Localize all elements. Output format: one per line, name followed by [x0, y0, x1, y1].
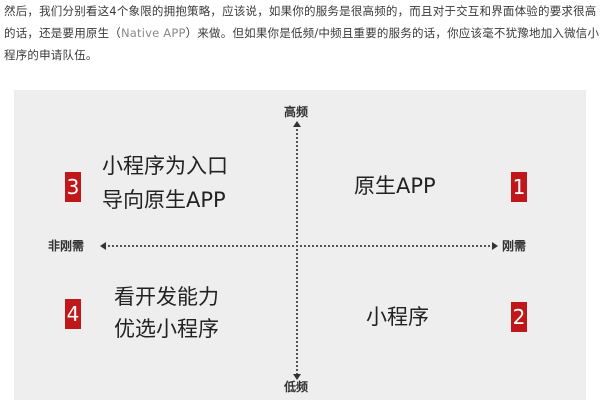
axis-label-low-frequency: 低频 [284, 380, 309, 394]
quadrant-1-text: 原生APP [354, 174, 436, 198]
paragraph-line-1: 然后，我们分别看这4个象限的拥抱策略，应该说，如果你的服务是很高频的，而且对于交… [4, 4, 597, 18]
quadrant-2-badge: 2 [511, 302, 527, 332]
quadrant-3-badge: 3 [65, 172, 81, 202]
arrow-down-icon [293, 374, 301, 380]
quadrant-1-badge: 1 [511, 172, 527, 202]
axis-label-high-frequency: 高频 [284, 105, 309, 119]
arrow-right-icon [492, 242, 498, 250]
paragraph-line-2-start: 的话，还是要用原生（ [4, 26, 121, 40]
arrow-up-icon [293, 121, 301, 127]
paragraph-line-3: 程序的申请队伍。 [4, 48, 98, 62]
arrow-left-icon [100, 242, 106, 250]
axis-label-non-essential: 非刚需 [48, 239, 85, 253]
quadrant-3-line-2: 导向原生APP [102, 188, 226, 212]
native-app-term: Native APP [121, 26, 186, 40]
horizontal-axis [104, 245, 494, 247]
paragraph-line-2-end: ）来做。但如果你是低频/中频且重要的服务的话，你应该毫不犹豫地加入微信小 [185, 26, 600, 40]
article-paragraph: 然后，我们分别看这4个象限的拥抱策略，应该说，如果你的服务是很高频的，而且对于交… [4, 0, 599, 66]
paragraph-line-2: 的话，还是要用原生（Native APP）来做。但如果你是低频/中频且重要的服务… [4, 22, 599, 44]
quadrant-4-line-1: 看开发能力 [114, 285, 219, 309]
vertical-axis [296, 125, 298, 375]
quadrant-3-line-1: 小程序为入口 [102, 154, 228, 178]
quadrant-4-badge: 4 [65, 299, 81, 329]
quadrant-4-line-2: 优选小程序 [114, 317, 219, 341]
quadrant-2-text: 小程序 [366, 305, 429, 329]
axis-label-essential: 刚需 [502, 239, 527, 253]
